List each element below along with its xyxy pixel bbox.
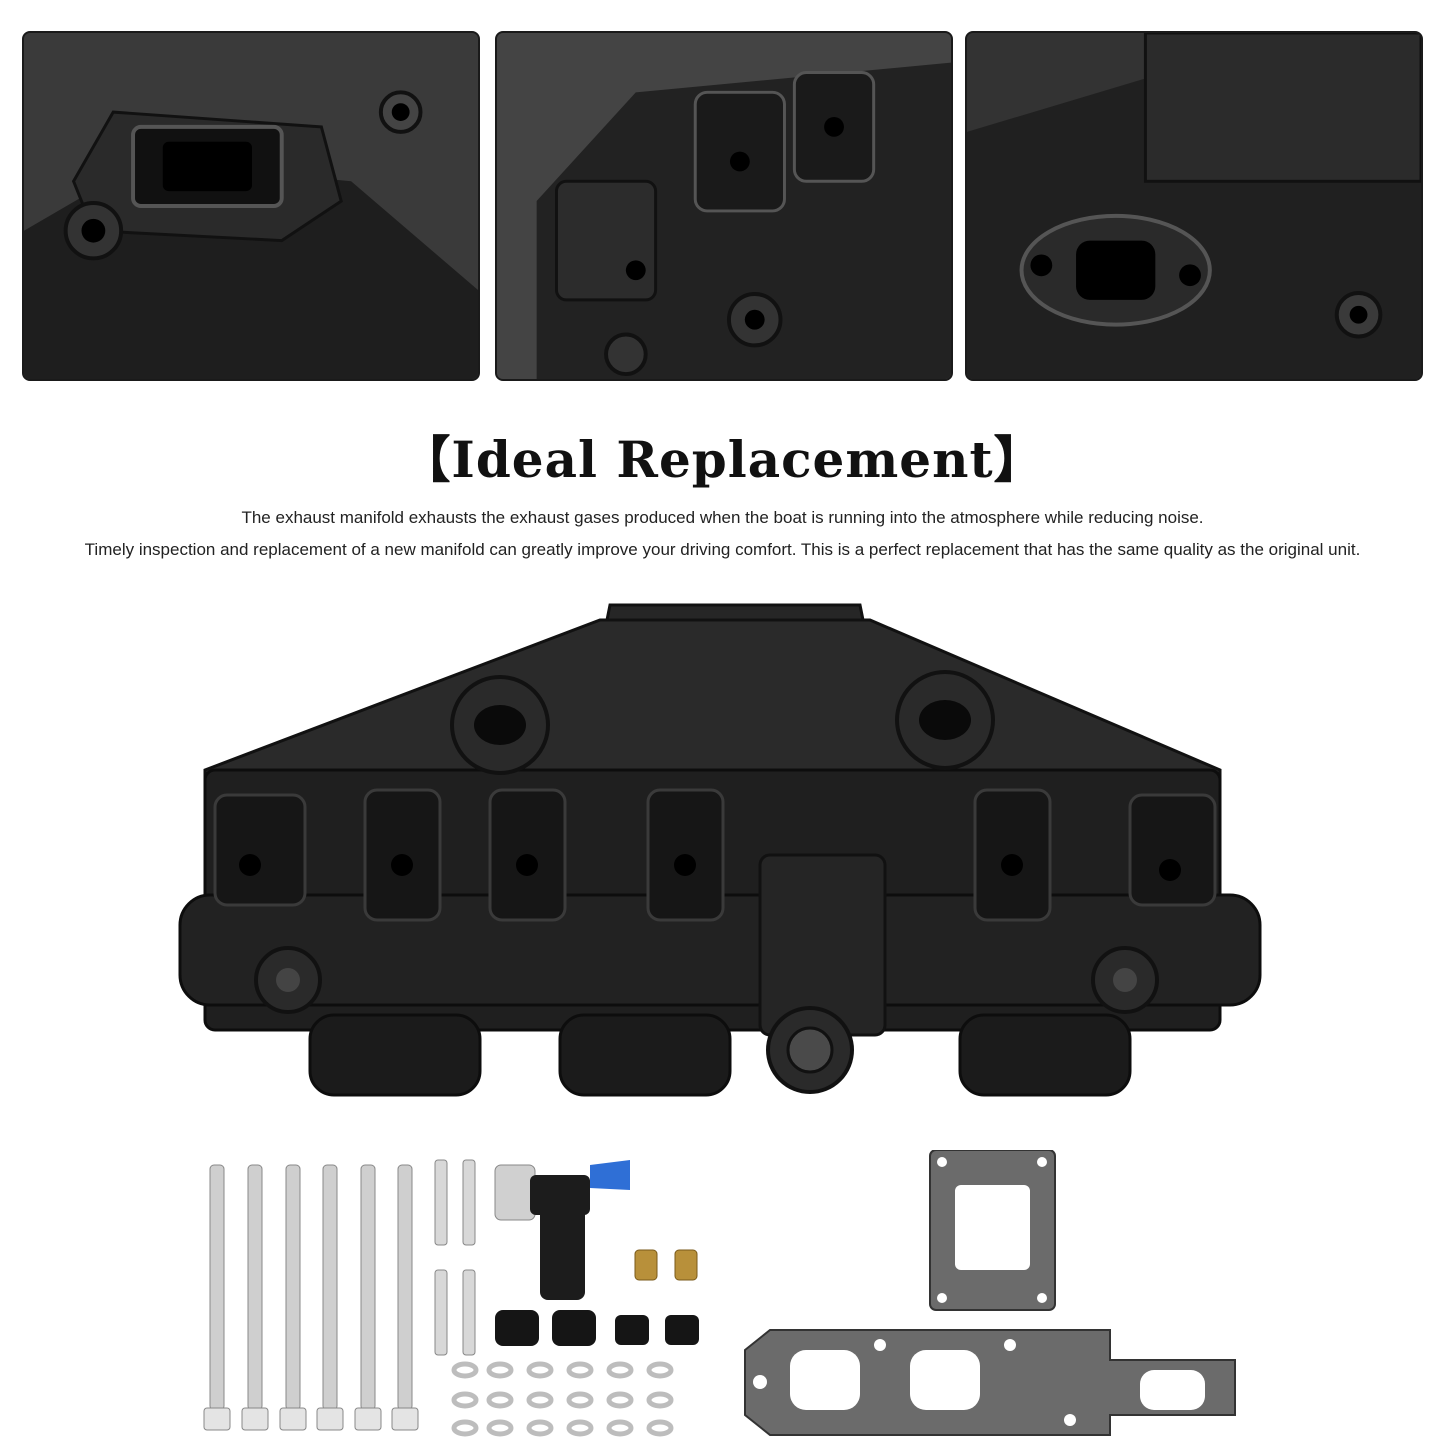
detail-photo-flange-top (22, 31, 480, 381)
description-line-2: Timely inspection and replacement of a n… (84, 540, 1361, 559)
detail-photo-side-ports (495, 31, 953, 381)
description-line-1: The exhaust manifold exhausts the exhaus… (241, 508, 1204, 527)
hardware-kit-image (190, 1149, 1250, 1440)
exhaust-manifold-product-image (170, 595, 1275, 1145)
detail-photo-end-flange (965, 31, 1423, 381)
long-bolts (203, 1164, 419, 1431)
page-title: 【Ideal Replacement】 (400, 430, 1045, 489)
